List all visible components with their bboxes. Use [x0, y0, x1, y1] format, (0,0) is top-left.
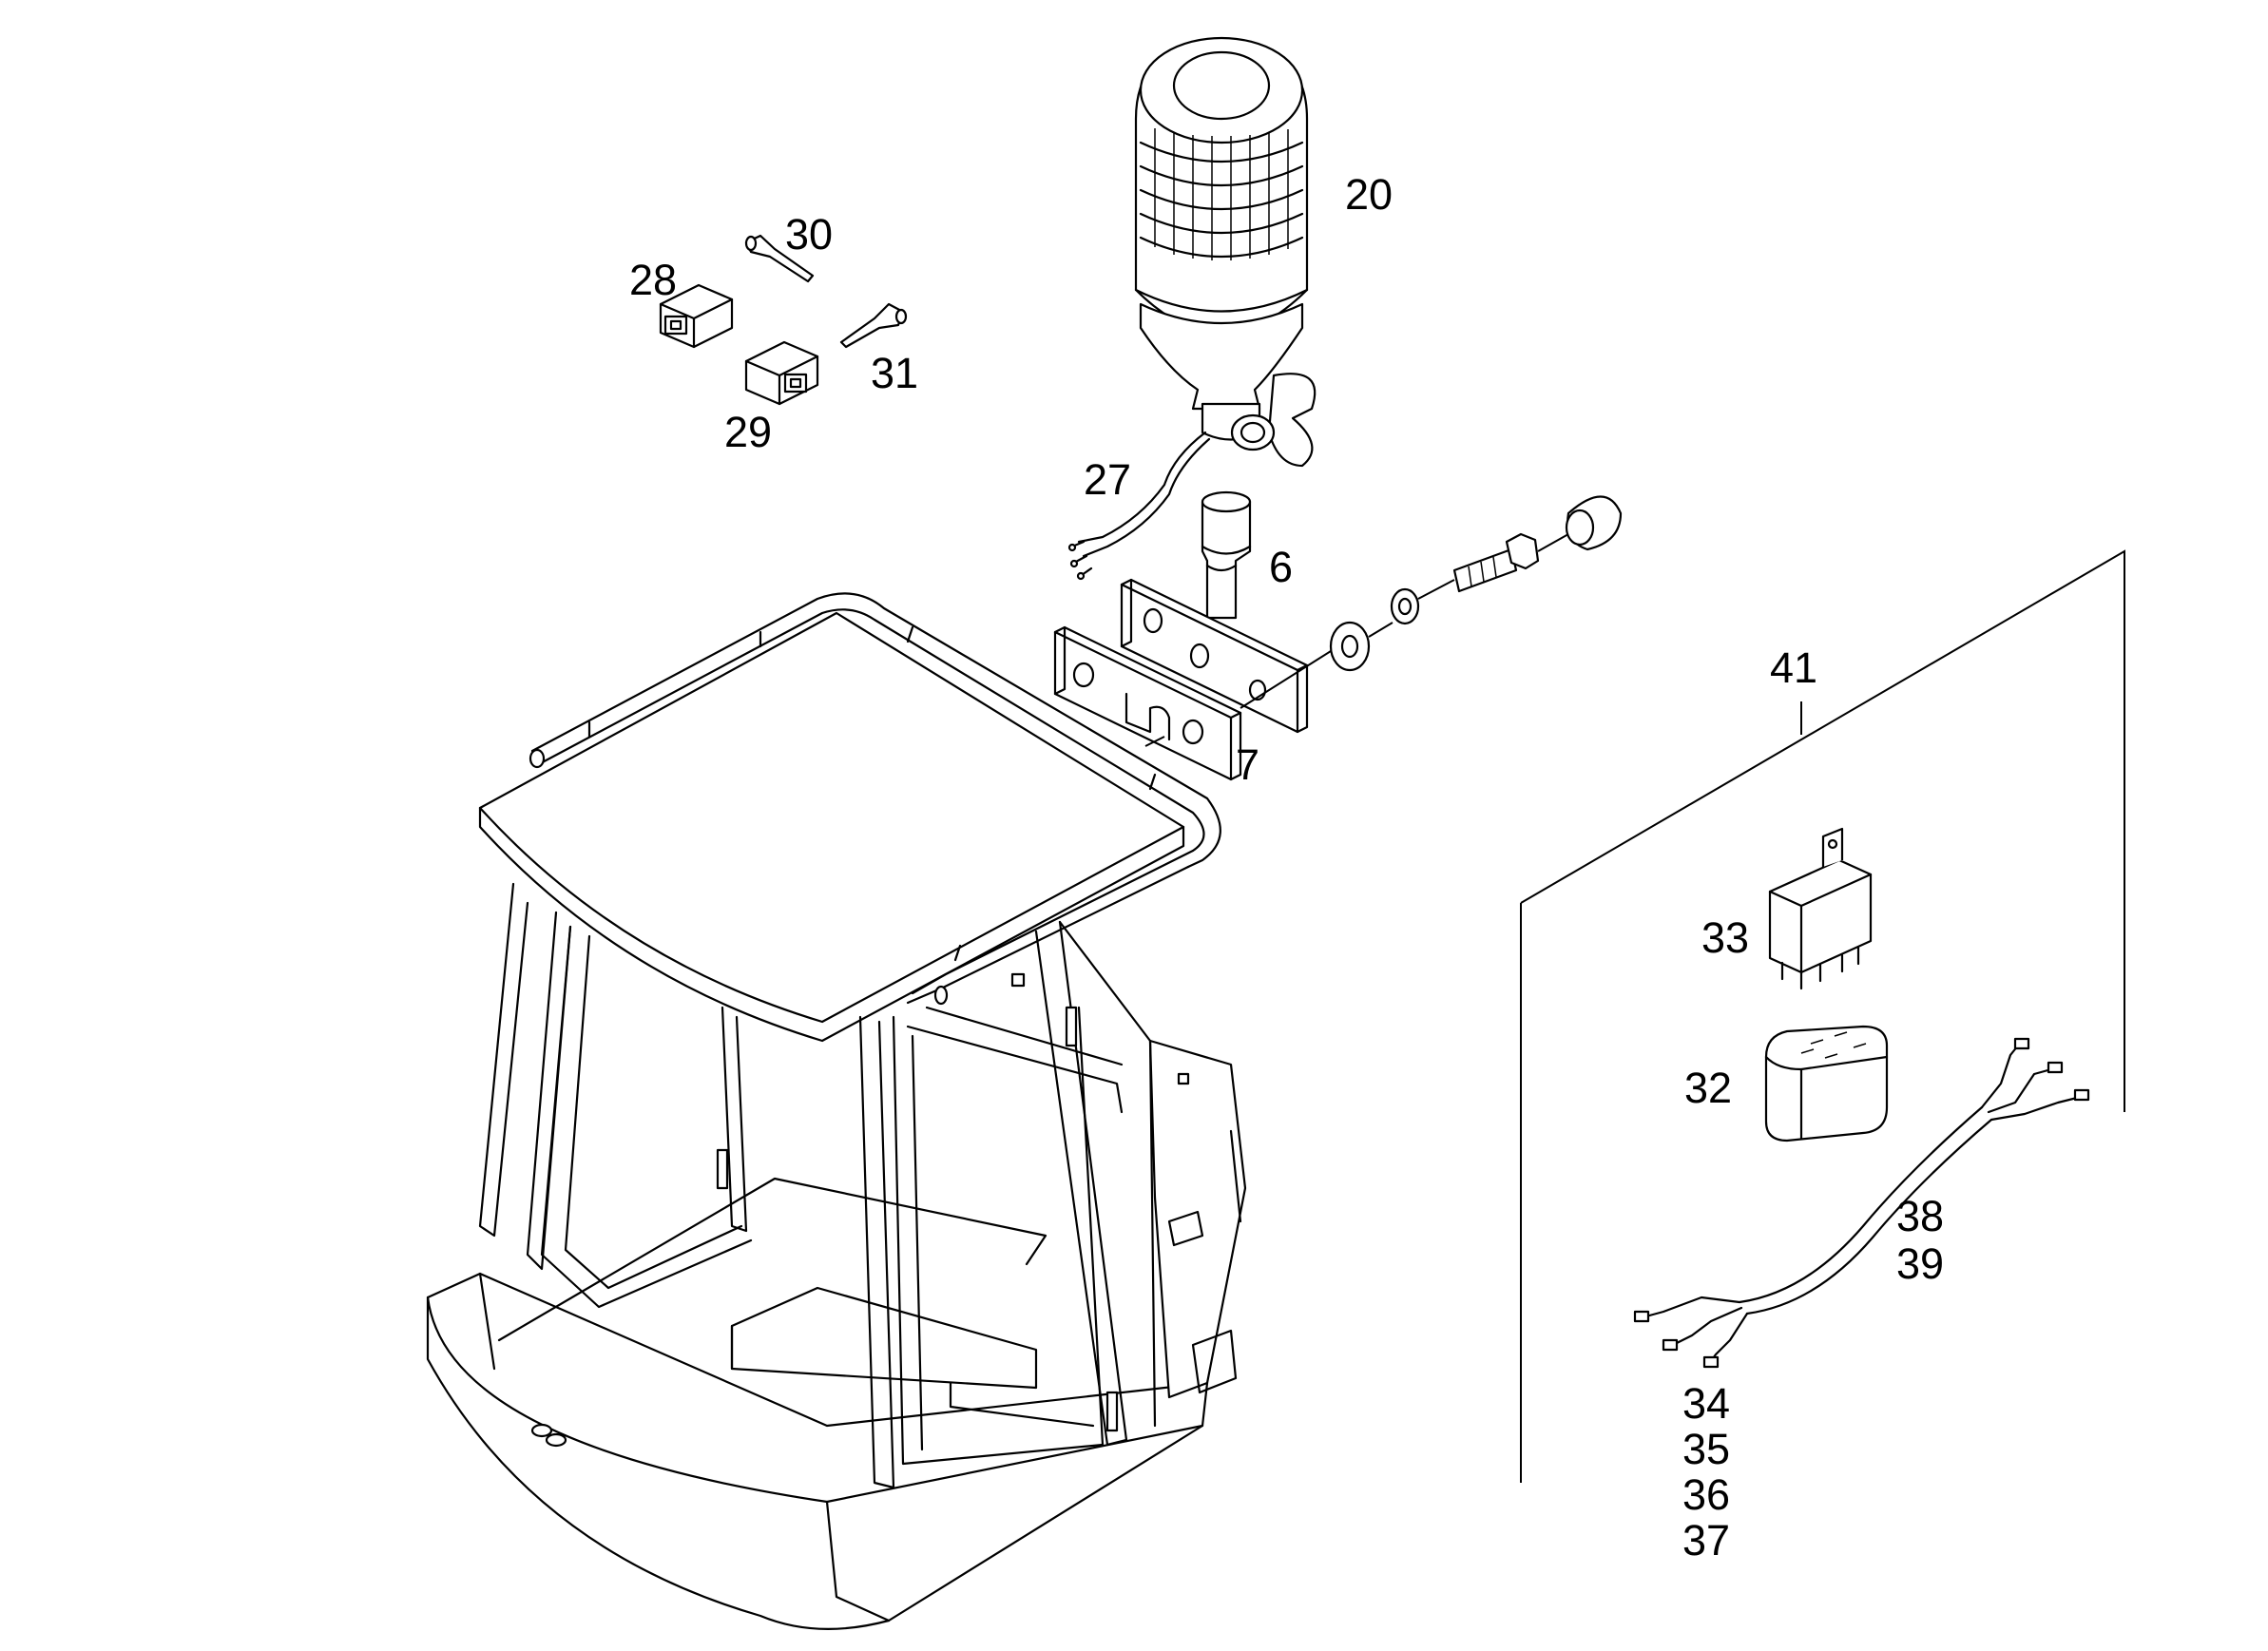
callout-35: 35 — [1682, 1425, 1730, 1473]
callout-31: 31 — [871, 349, 918, 397]
callout-38: 38 — [1896, 1192, 1944, 1240]
beacon-lamp — [1134, 36, 1317, 468]
operator-cab — [426, 592, 1247, 1630]
relay — [1768, 827, 1873, 990]
callout-6: 6 — [1269, 543, 1293, 591]
callout-7: 7 — [1236, 740, 1259, 789]
callout-28: 28 — [629, 256, 677, 304]
connector-parts — [659, 234, 908, 406]
callout-33: 33 — [1701, 913, 1749, 962]
beacon-cable — [1067, 431, 1211, 581]
callout-30: 30 — [785, 210, 833, 259]
callout-labels: 20 30 28 31 29 27 6 7 41 33 32 38 39 34 … — [629, 170, 1944, 1565]
callout-20: 20 — [1345, 170, 1393, 219]
callout-37: 37 — [1682, 1516, 1730, 1565]
callout-29: 29 — [724, 408, 772, 456]
callout-34: 34 — [1682, 1379, 1730, 1428]
callout-36: 36 — [1682, 1470, 1730, 1519]
callout-32: 32 — [1684, 1064, 1732, 1112]
relay-socket — [1764, 1025, 1889, 1142]
callout-41: 41 — [1770, 643, 1817, 692]
callout-39: 39 — [1896, 1239, 1944, 1288]
callout-27: 27 — [1084, 455, 1131, 504]
kit-bracket-41 — [1520, 549, 2125, 1483]
beacon-post — [1201, 490, 1252, 620]
mounting-bracket — [1053, 578, 1309, 781]
fastener-set — [1240, 495, 1623, 709]
wiring-harness — [1633, 1037, 2090, 1369]
